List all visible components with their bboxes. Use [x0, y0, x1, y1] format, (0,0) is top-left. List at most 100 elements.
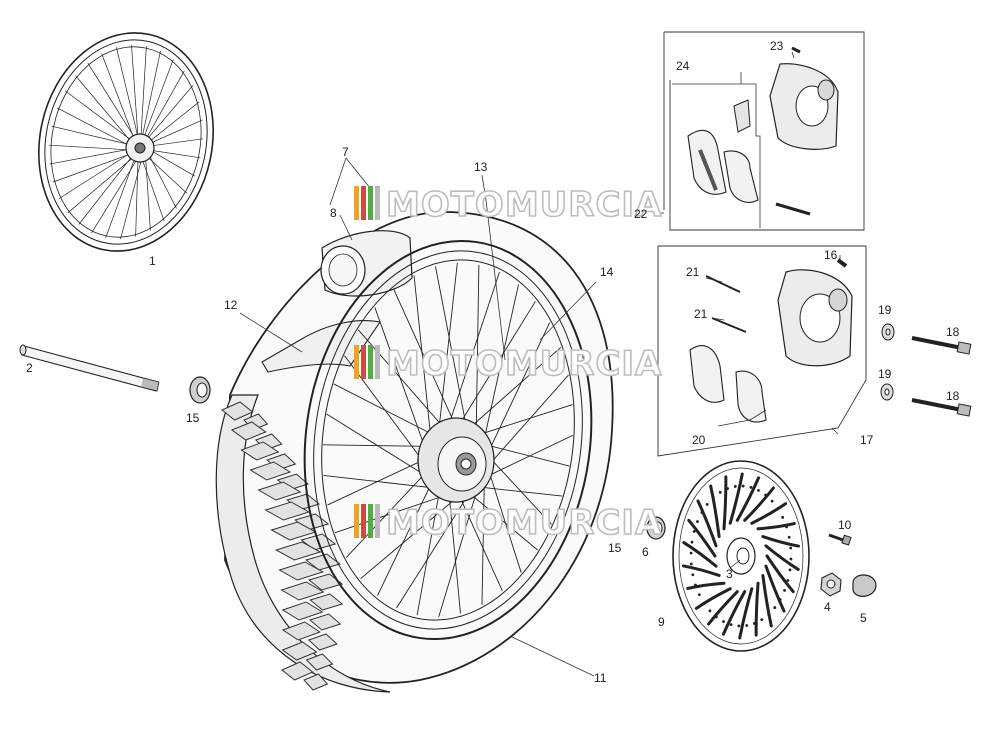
small-wheel-spoke — [141, 50, 161, 139]
tread-block — [281, 661, 314, 681]
label-16: 16 — [824, 248, 838, 262]
wm-stripe-3 — [368, 186, 373, 220]
small-wheel-spoke — [67, 156, 135, 214]
rim-spoke — [459, 495, 503, 592]
label-8: 8 — [330, 206, 337, 220]
front-tire — [215, 211, 614, 693]
disc-hole — [689, 562, 693, 566]
rim-spoke — [345, 469, 430, 558]
rim-spoke — [326, 413, 433, 481]
disc-vent — [765, 554, 795, 594]
disc-hole — [696, 520, 699, 523]
disc-hole — [752, 622, 756, 625]
disc-hole — [783, 589, 786, 592]
disc-hole — [718, 490, 722, 494]
disc-vent — [735, 476, 761, 522]
front-rim — [303, 239, 593, 641]
disc-hole — [708, 609, 712, 613]
rim-spoke — [478, 486, 563, 497]
disc-hole — [788, 568, 792, 572]
disc-hole — [749, 485, 753, 489]
disc-hole — [757, 489, 760, 492]
disc-hole — [770, 499, 774, 503]
disc-vent — [721, 590, 747, 636]
small-wheel-spoke — [49, 144, 131, 151]
rim-spoke — [456, 301, 536, 429]
wm-stripe-4 — [375, 186, 380, 220]
wm-stripe-1 — [354, 504, 359, 538]
small-wheel-spoke — [145, 70, 185, 140]
caliper-bolt-upper — [911, 336, 972, 355]
axle — [19, 344, 160, 392]
disc-hole — [786, 579, 790, 582]
watermark-top: MOTOMURCIA — [354, 184, 662, 226]
disc-vent — [696, 499, 718, 548]
disc-hole — [689, 551, 693, 555]
caliper-bolt-lower — [911, 398, 972, 417]
label-10: 10 — [838, 518, 852, 532]
rim-spoke — [446, 271, 500, 431]
label-19-upper: 19 — [878, 303, 892, 317]
tread-block — [305, 653, 334, 671]
label-9: 9 — [658, 615, 665, 629]
small-wheel-spoke — [148, 101, 200, 143]
label-21-lower: 21 — [694, 307, 708, 321]
wm-stripe-3 — [368, 504, 373, 538]
tread-block — [303, 673, 329, 691]
rim-spoke — [487, 454, 552, 525]
disc-hole — [722, 620, 725, 623]
wm-stripe-4 — [375, 504, 380, 538]
disc-hole — [726, 487, 730, 490]
label-21-upper: 21 — [686, 265, 700, 279]
label-5: 5 — [860, 611, 867, 625]
disc-bolt — [828, 533, 852, 546]
disc-hole — [767, 612, 771, 616]
disc-hole — [785, 525, 788, 529]
disc-hole — [745, 624, 749, 627]
small-wheel-spoke — [148, 153, 177, 209]
wm-stripe-2 — [361, 345, 366, 379]
disc-vent — [761, 573, 773, 628]
rim-spoke — [486, 322, 551, 455]
label-13: 13 — [474, 160, 488, 174]
label-18-upper: 18 — [946, 325, 960, 339]
rim-spoke — [467, 347, 562, 431]
label-1: 1 — [149, 254, 156, 268]
rim-spoke — [413, 275, 433, 446]
disc-vent — [681, 564, 721, 577]
front-hub — [417, 417, 495, 503]
disc-hole — [760, 618, 764, 622]
tread-block — [309, 593, 344, 611]
label-15-right: 15 — [608, 541, 622, 555]
rim-spoke — [360, 495, 460, 580]
label-17: 17 — [860, 433, 874, 447]
disc-vent — [694, 587, 732, 610]
label-2: 2 — [26, 361, 33, 375]
tread-block — [307, 573, 344, 591]
washer-upper — [881, 323, 895, 341]
disc-hole — [694, 583, 697, 587]
rim-spoke — [377, 480, 434, 596]
rim-spoke — [374, 307, 429, 458]
small-wheel-spoke — [52, 153, 132, 183]
watermark-text: MOTOMURCIA — [386, 503, 662, 543]
label-12: 12 — [224, 298, 238, 312]
rim-spoke — [475, 264, 480, 435]
watermark-text: MOTOMURCIA — [386, 344, 662, 384]
disc-hole — [781, 515, 785, 519]
tread-block — [307, 633, 338, 651]
wm-stripe-2 — [361, 186, 366, 220]
disc-hole — [789, 546, 793, 550]
watermark-text: MOTOMURCIA — [386, 185, 662, 225]
leader-lines — [239, 51, 841, 677]
tread-block — [264, 501, 311, 521]
disc-hole — [705, 503, 709, 506]
disc-hole — [764, 493, 767, 497]
label-24: 24 — [676, 59, 690, 73]
tread-block — [230, 421, 267, 441]
tread-block — [281, 601, 324, 621]
tread-block — [281, 641, 318, 661]
disc-hole — [691, 573, 695, 577]
tread-block — [281, 621, 322, 641]
